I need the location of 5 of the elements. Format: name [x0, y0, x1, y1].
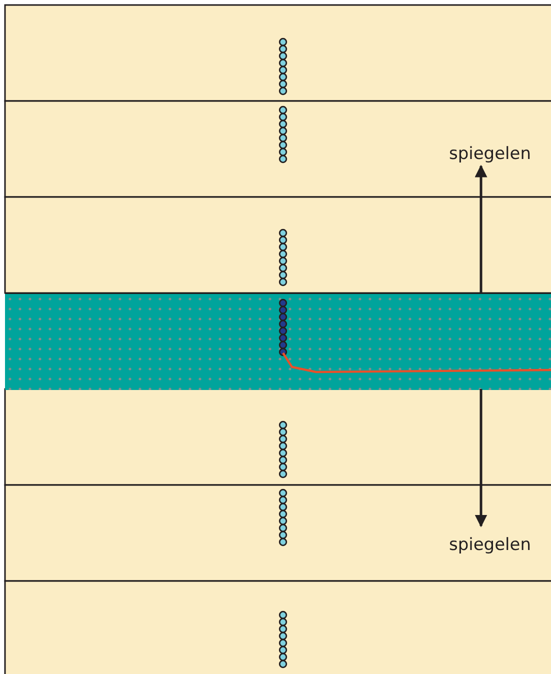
- arrow: [474, 389, 488, 528]
- label-text: spiegelen: [435, 534, 545, 556]
- label-text: spiegelen: [435, 143, 545, 165]
- arrow: [474, 164, 488, 293]
- active-layer-band: [5, 293, 551, 389]
